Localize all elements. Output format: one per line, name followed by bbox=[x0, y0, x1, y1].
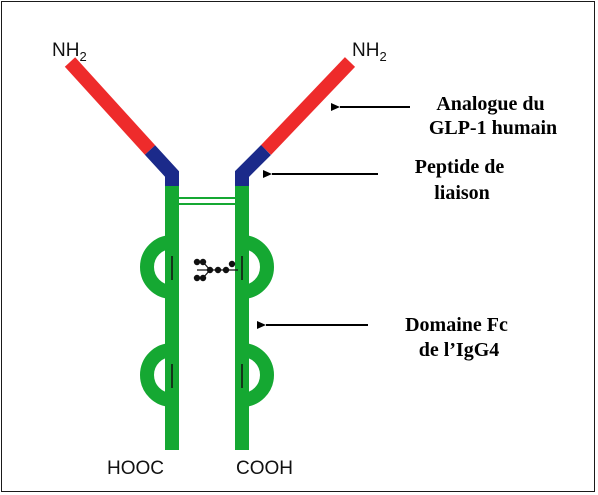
n-terminus-left-label: NH2 bbox=[52, 40, 87, 64]
fc-domain-left-chain bbox=[140, 186, 179, 450]
intrachain-disulfide-bonds bbox=[171, 256, 243, 388]
linker-callout-label: Peptide de liaison bbox=[415, 156, 509, 204]
right-linker-segment bbox=[235, 145, 271, 188]
glycan-chain bbox=[193, 258, 238, 282]
left-glp1-segment bbox=[64, 57, 156, 155]
fc-callout-label: Domaine Fc de l’IgG4 bbox=[405, 314, 513, 361]
right-glp1-segment bbox=[260, 57, 356, 155]
fc-domain-right-chain bbox=[235, 186, 274, 450]
left-linker-segment bbox=[144, 145, 179, 188]
n-terminus-right-label: NH2 bbox=[352, 40, 387, 64]
hinge-disulfide-bonds bbox=[179, 197, 235, 205]
c-terminus-left-label: HOOC bbox=[107, 458, 164, 479]
c-terminus-right-label: COOH bbox=[236, 458, 293, 479]
glp1-callout-label: Analogue du GLP-1 humain bbox=[429, 93, 557, 139]
